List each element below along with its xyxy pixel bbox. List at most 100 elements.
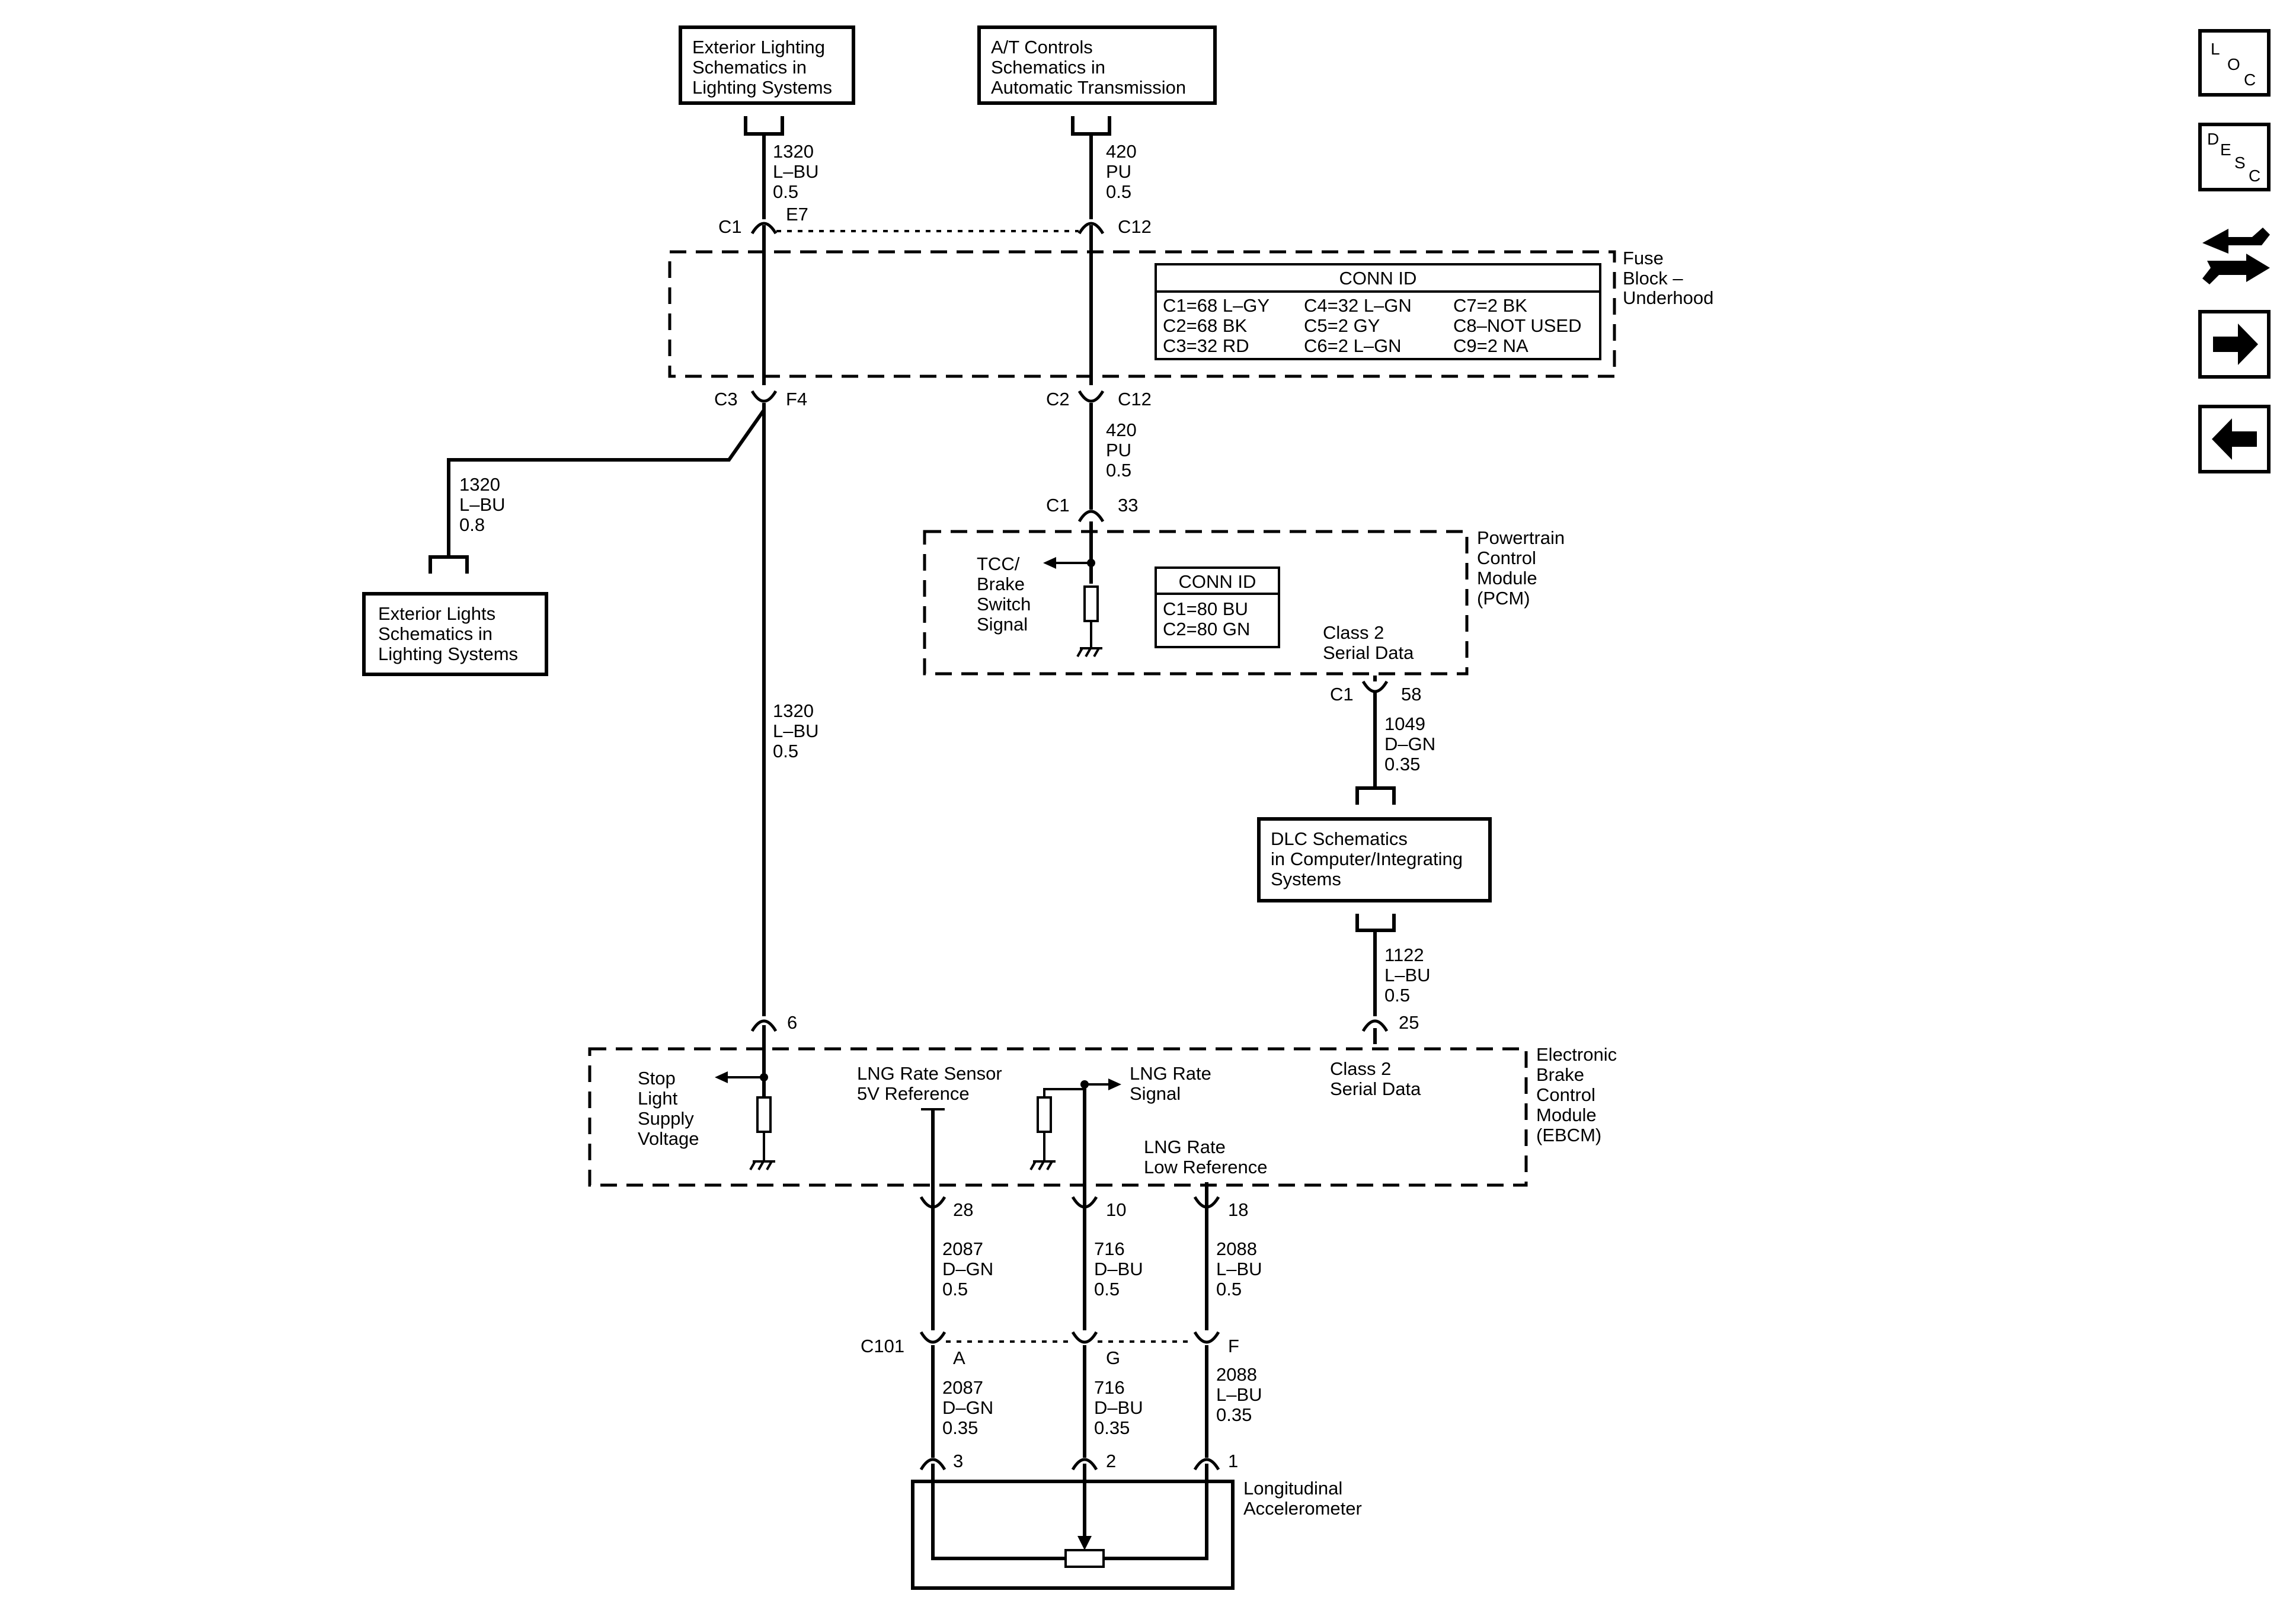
wire-2087-a-gauge: 0.5 [942,1279,968,1299]
ebcm-stop-line-3: Supply [638,1108,694,1129]
c101-f-label: F [1228,1336,1239,1356]
pcm-58-label: 58 [1401,684,1421,705]
dlc-top-terminal [1355,786,1396,805]
connector-fb-c1-e7 [750,222,778,235]
next-page-button[interactable] [2198,310,2271,379]
ebcm-28-label: 28 [953,1199,973,1220]
wire-1320-branch [447,409,766,557]
wire-2087-a-color: D–GN [942,1259,993,1279]
loc-button[interactable]: L O C [2198,29,2271,97]
dlc-line-3: Systems [1271,869,1341,889]
fb-conn-c2: C2=68 BK [1163,315,1248,336]
connector-pcm-c1-58 [1361,680,1389,693]
accelerometer-component[interactable] [911,1464,1235,1590]
fuse-block-outline [668,250,1616,378]
wire-420-top-color: PU [1106,161,1131,182]
connector-ebcm-6 [750,1019,778,1032]
wire-1122-gauge: 0.5 [1384,985,1410,1006]
connector-fb-c2-c12 [1077,390,1105,403]
wire-2087-a-num: 2087 [942,1238,983,1259]
connector-ebcm-10 [1071,1196,1098,1209]
ebcm-lng-ref-line-2: 5V Reference [857,1083,970,1104]
acc-sensing-resistor [1064,1549,1105,1568]
ext-lights-line-2: Schematics in [378,623,493,644]
fuse-block-label-2: Block – [1623,268,1683,289]
wire-716-b-num: 716 [1094,1377,1125,1398]
ext-lights-line-1: Exterior Lights [378,603,495,624]
wire-2087-b-gauge: 0.35 [942,1417,978,1438]
fb-conn-c5: C5=2 GY [1304,315,1380,336]
ebcm-label-1: Electronic [1536,1044,1617,1065]
pcm-c1-top-label: C1 [1046,495,1070,516]
wire-2088-b-gauge: 0.35 [1216,1404,1252,1425]
ext-lighting-line-3: Lighting Systems [692,77,832,98]
dlc-bottom-terminal [1355,914,1396,932]
wire-420-top-num: 420 [1106,141,1137,162]
ebcm-outline [588,1047,1528,1187]
dlc-box[interactable]: DLC Schematics in Computer/Integrating S… [1257,817,1492,902]
connector-c101-f [1193,1331,1220,1344]
ebcm-class2-line-1: Class 2 [1330,1058,1391,1079]
loc-letter-o: O [2227,55,2240,73]
connector-acc-2 [1071,1458,1098,1471]
pcm-tcc-line-4: Signal [977,614,1028,635]
pcm-outline [923,530,1469,676]
wire-2087-b-color: D–GN [942,1397,993,1418]
wire-1320-branch-num: 1320 [459,474,500,495]
wire-420-mid-num: 420 [1106,420,1137,440]
pcm-tcc-line-2: Brake [977,574,1025,594]
wire-1049-color: D–GN [1384,734,1435,754]
connector-fb-c12-top [1077,222,1105,235]
ext-lights-terminal [428,555,469,574]
at-controls-box[interactable]: A/T Controls Schematics in Automatic Tra… [977,25,1217,105]
pcm-tcc-line-1: TCC/ [977,553,1020,574]
pcm-conn-c2: C2=80 GN [1163,619,1250,639]
wire-2088-a-color: L–BU [1216,1259,1262,1279]
fb-f4-label: F4 [786,389,807,409]
fb-conn-c8: C8–NOT USED [1453,315,1582,336]
ebcm-lng-signal-line-1: LNG Rate [1130,1063,1211,1084]
arrow-right-icon [2213,324,2258,365]
pcm-label-1: Powertrain [1477,527,1565,548]
connector-ebcm-18 [1193,1196,1220,1209]
desc-letter-d: D [2207,130,2219,148]
at-controls-line-3: Automatic Transmission [991,77,1186,98]
diagnostic-tool-button[interactable] [2202,228,2270,284]
dlc-line-2: in Computer/Integrating [1271,849,1463,869]
exterior-lighting-box[interactable]: Exterior Lighting Schematics in Lighting… [679,25,855,105]
fb-conn-c9: C9=2 NA [1453,335,1528,356]
desc-button[interactable]: D E S C [2198,123,2271,191]
pcm-33-label: 33 [1118,495,1138,516]
ebcm-lng-low-line-1: LNG Rate [1144,1137,1226,1157]
fb-conn-c4: C4=32 L–GN [1304,295,1412,316]
pcm-tcc-arrow-icon [1043,557,1056,569]
ebcm-25-label: 25 [1399,1012,1419,1033]
ebcm-stop-resistor [756,1096,772,1133]
previous-page-button[interactable] [2198,405,2271,473]
ebcm-label-2: Brake [1536,1064,1584,1085]
wire-716-a-color: D–BU [1094,1259,1143,1279]
wire-1320-top-color: L–BU [773,161,819,182]
fuse-block-conn-id-table: CONN ID C1=68 L–GY C4=32 L–GN C7=2 BK C2… [1155,263,1601,360]
loc-letter-c: C [2244,71,2256,89]
ebcm-class2-line-2: Serial Data [1330,1078,1421,1099]
exterior-lights-box[interactable]: Exterior Lights Schematics in Lighting S… [362,592,548,676]
pcm-class2-line-2: Serial Data [1323,642,1414,663]
fb-e7-label: E7 [786,204,808,225]
wire-2088-a-gauge: 0.5 [1216,1279,1242,1299]
wire-2088-b-num: 2088 [1216,1364,1257,1385]
ebcm-10-label: 10 [1106,1199,1126,1220]
pcm-ground-icon [1076,647,1102,657]
wire-1320-top-gauge: 0.5 [773,181,798,202]
at-controls-line-1: A/T Controls [991,37,1093,57]
acc-pin1-lead [1104,1464,1208,1560]
at-controls-terminal [1071,116,1111,136]
ebcm-signal-resistor [1037,1096,1052,1133]
wire-420-mid-color: PU [1106,440,1131,460]
pcm-conn-id-title: CONN ID [1179,571,1256,592]
wire-716-b-color: D–BU [1094,1397,1143,1418]
wire-2088-a-num: 2088 [1216,1238,1257,1259]
wire-1049-gauge: 0.35 [1384,754,1420,774]
at-controls-line-2: Schematics in [991,57,1105,78]
fb-conn-id-title: CONN ID [1339,268,1417,289]
